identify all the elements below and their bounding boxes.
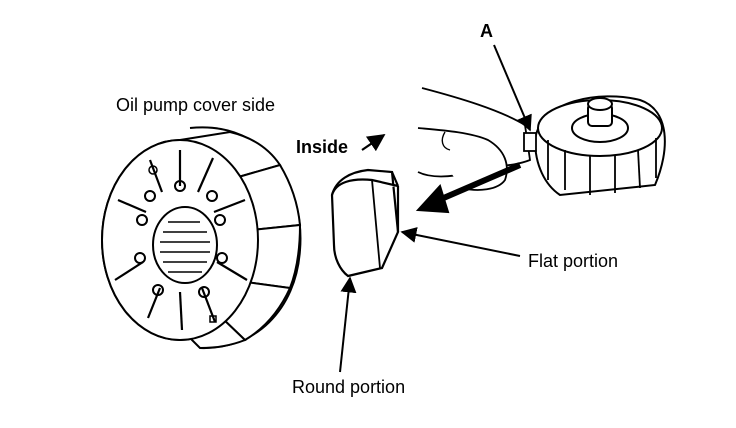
vane-block (330, 168, 400, 278)
label-flat-portion: Flat portion (528, 251, 619, 271)
hand (417, 87, 531, 191)
large-rotor (101, 126, 302, 350)
rotor-vane-slots (114, 150, 248, 331)
label-callout-a: A (480, 21, 493, 41)
removal-arrow (415, 162, 522, 214)
callout-a-arrow (493, 44, 532, 132)
label-round-portion: Round portion (292, 377, 406, 397)
rotor-slot-holes (134, 180, 228, 298)
flat-portion-arrow (400, 227, 521, 257)
small-rotor-slots (547, 138, 657, 195)
label-inside: Inside (296, 137, 349, 157)
small-rotor (523, 95, 666, 197)
rotor-hub (152, 206, 218, 284)
label-cover-side: Oil pump cover side (116, 95, 276, 115)
inside-arrow (361, 134, 386, 152)
rotor-splines (160, 221, 210, 273)
round-portion-arrow (339, 276, 357, 373)
